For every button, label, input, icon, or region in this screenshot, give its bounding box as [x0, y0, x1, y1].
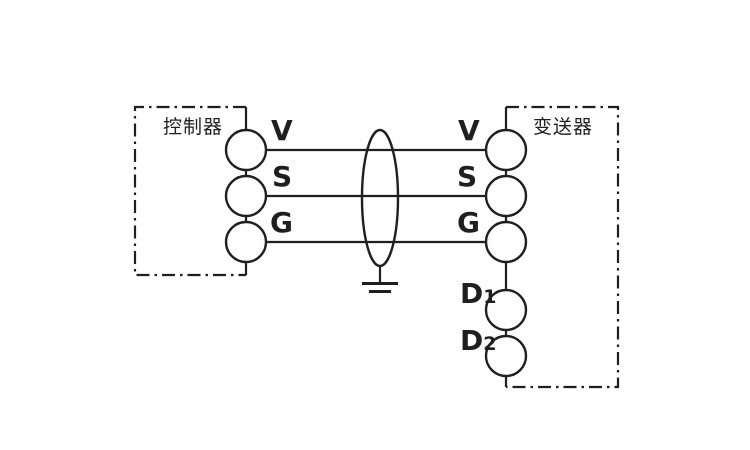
ground-icon — [362, 266, 398, 293]
controller-terminal-label-s: S — [272, 160, 293, 193]
transmitter-box-outline — [506, 105, 620, 389]
transmitter-terminal-label-g: G — [457, 206, 480, 239]
transmitter-terminal-circle-g — [484, 220, 528, 264]
transmitter-terminal-label-v: V — [458, 114, 480, 147]
signal-wires — [266, 148, 486, 244]
transmitter-terminal-circle-d1 — [484, 288, 528, 332]
transmitter-terminal-circle-v — [484, 128, 528, 172]
transmitter-terminal-circle-s — [484, 174, 528, 218]
transmitter-label: 变送器 — [533, 116, 594, 138]
controller-label: 控制器 — [163, 116, 224, 138]
transmitter-terminal-circle-d2 — [484, 334, 528, 378]
transmitter-terminal-label-d1: D1 — [460, 277, 497, 310]
controller-terminal-circle-v — [224, 128, 268, 172]
controller-terminal-label-v: V — [271, 114, 293, 147]
transmitter-box — [484, 105, 620, 389]
controller-terminal-circle-s — [224, 174, 268, 218]
controller-terminal-label-g: G — [270, 206, 293, 239]
controller-terminal-circle-g — [224, 220, 268, 264]
controller-box-outline — [133, 105, 246, 277]
transmitter-terminal-label-s: S — [457, 160, 478, 193]
transmitter-terminal-label-d2: D2 — [460, 324, 497, 357]
